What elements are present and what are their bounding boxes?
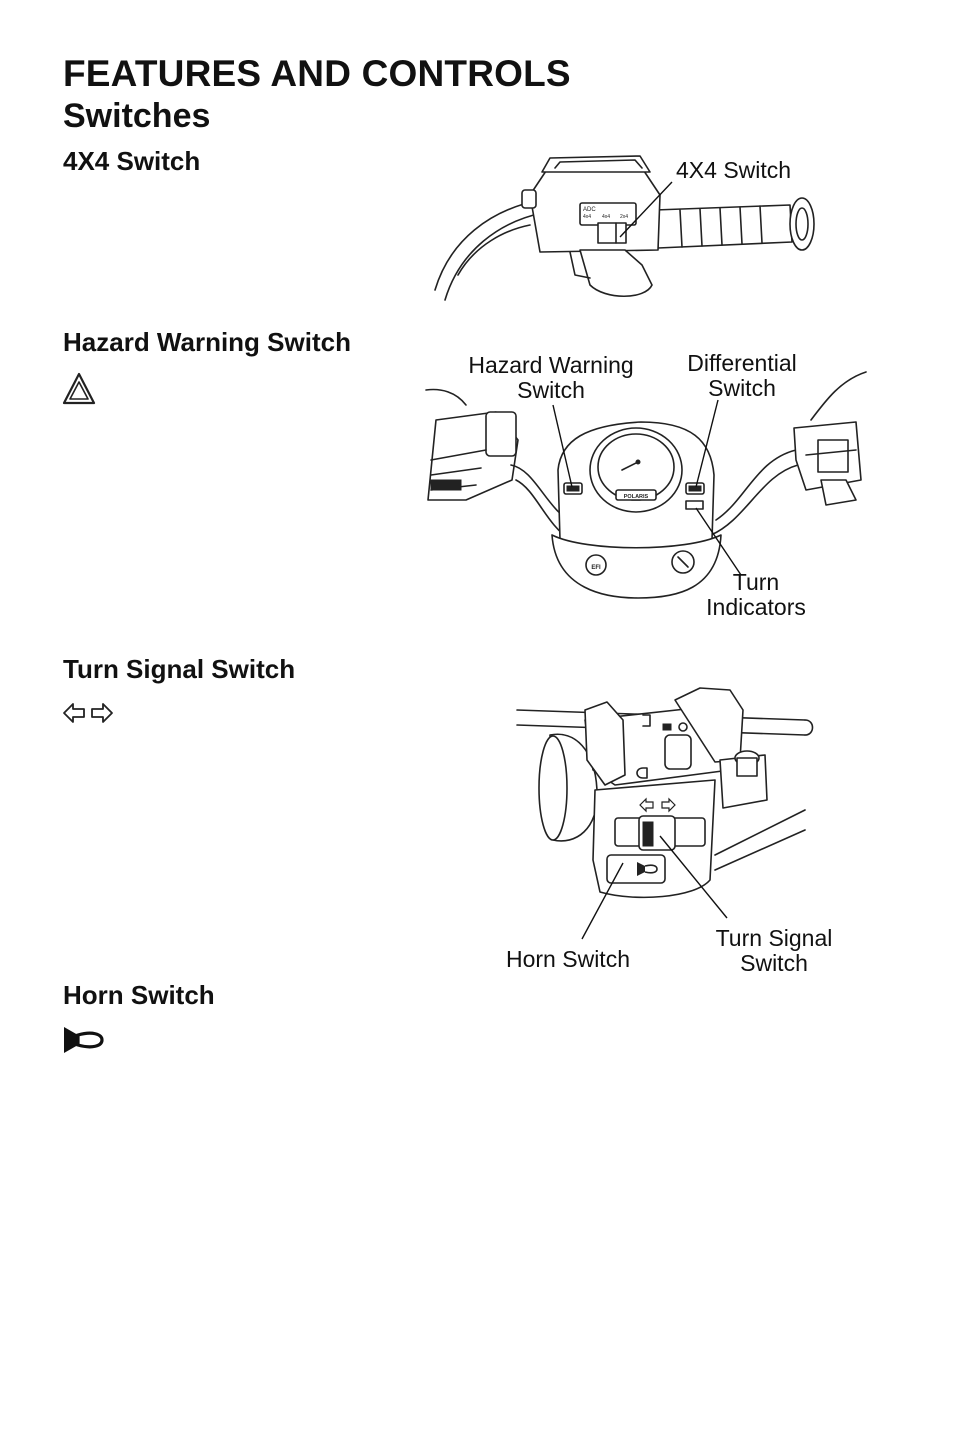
callout-horn-switch: Horn Switch xyxy=(506,946,630,972)
callout-turn-signal-switch: Turn Signal Switch xyxy=(715,925,833,976)
section-title: Switches xyxy=(63,97,211,135)
heading-4x4-switch: 4X4 Switch xyxy=(63,146,201,176)
heading-hazard-warning-switch: Hazard Warning Switch xyxy=(63,327,351,357)
figure-turn-signal-handlebar xyxy=(516,687,814,940)
panel-text-4x4-b: 4x4 xyxy=(602,214,610,220)
turn-arrows-icon xyxy=(63,703,113,723)
panel-text-4x4-a: 4x4 xyxy=(583,214,591,220)
callout-hazard-warning-switch: Hazard Warning Switch xyxy=(468,352,634,403)
4x4-switch-toggle xyxy=(597,222,627,244)
badge-efi: EFI xyxy=(591,565,601,571)
figure-hazard-handlebar: POLARIS EFI xyxy=(425,371,867,599)
figure-4x4-handlebar: ADC 4x4 4x4 2x4 xyxy=(434,155,815,301)
heading-turn-signal-switch: Turn Signal Switch xyxy=(63,654,296,684)
badge-polaris: POLARIS xyxy=(624,494,649,500)
panel-text-2x4: 2x4 xyxy=(620,214,628,220)
callout-differential-switch: Differential Switch xyxy=(687,350,797,401)
panel-text-adc: ADC xyxy=(583,207,596,213)
page-title: FEATURES AND CONTROLS xyxy=(63,53,571,94)
callout-turn-indicators: Turn Indicators xyxy=(706,569,806,620)
callout-4x4-switch: 4X4 Switch xyxy=(676,157,792,183)
horn-icon xyxy=(64,1027,104,1053)
hazard-triangle-icon xyxy=(62,372,96,405)
turn-indicator-lamps xyxy=(685,500,704,510)
heading-horn-switch: Horn Switch xyxy=(63,980,215,1010)
horn-switch xyxy=(606,854,666,884)
